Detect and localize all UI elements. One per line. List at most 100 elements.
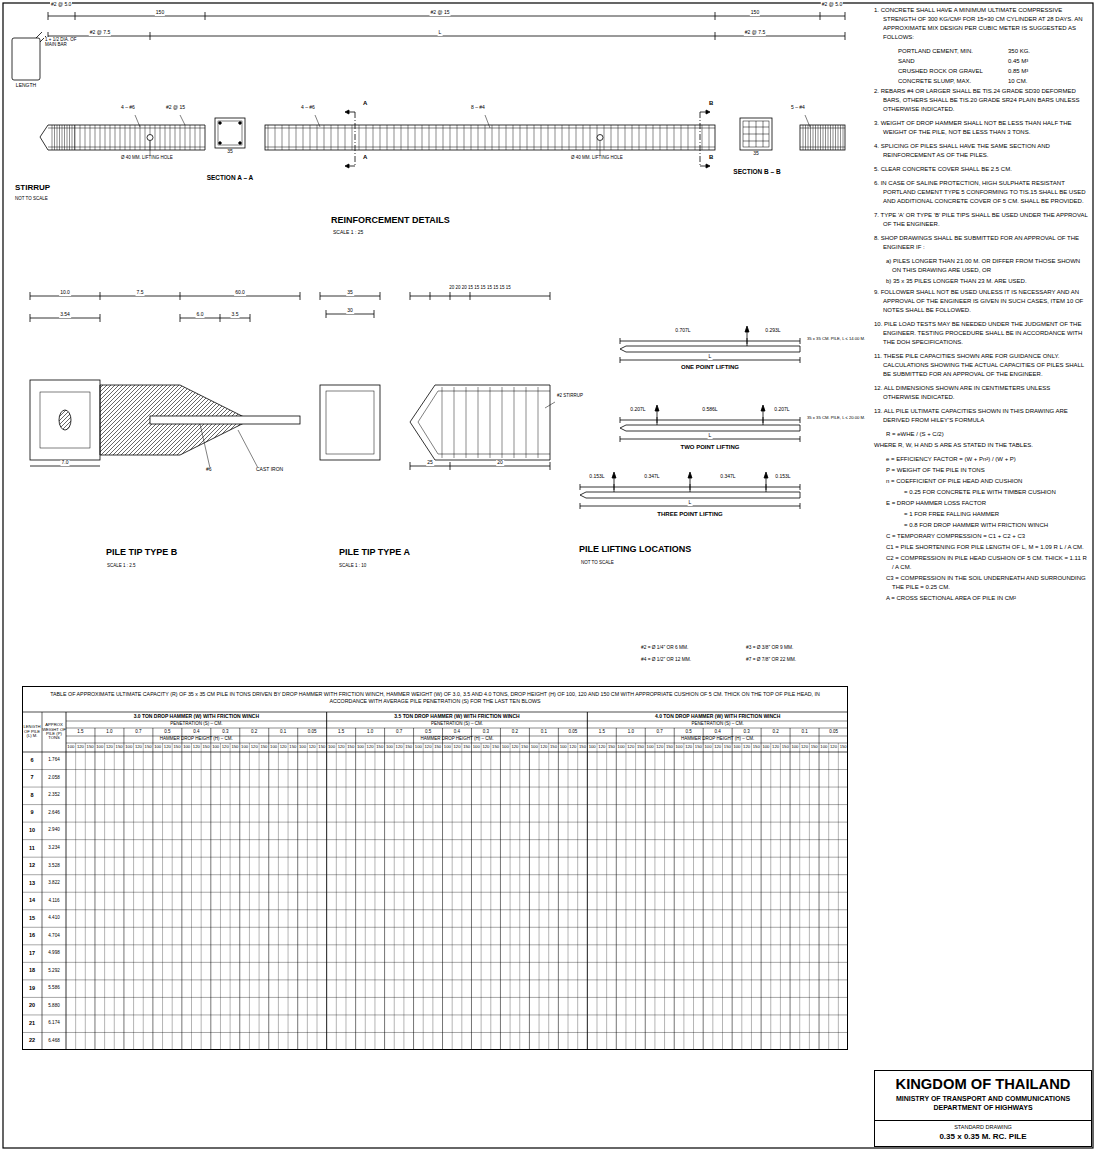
table-header: 120 <box>626 743 636 752</box>
mix-row: CONCRETE SLUMP, MAX.10 CM. <box>898 77 1088 86</box>
view-title: PILE LIFTING LOCATIONS <box>578 544 692 554</box>
table-header: PENETRATION (S) – CM. <box>327 721 588 728</box>
rebar-label: #2 STIRRUP <box>556 393 584 398</box>
note-formula: C3 = COMPRESSION IN THE SOIL UNDERNEATH … <box>874 574 1088 592</box>
table-header: 120 <box>655 743 665 752</box>
table-header: 100 <box>529 743 539 752</box>
table-header: 120 <box>713 743 723 752</box>
table-header: 150 <box>172 743 182 752</box>
table-header: 0.5 <box>153 728 182 736</box>
table-header: 0.7 <box>124 728 153 736</box>
sub-title: ONE POINT LIFTING <box>680 364 740 371</box>
table-header: 150 <box>751 743 761 752</box>
section-title: SECTION B – B <box>732 168 781 175</box>
table-cell: 13 <box>22 875 42 893</box>
note-formula: = 0.25 FOR CONCRETE PILE WITH TIMBER CUS… <box>874 488 1088 497</box>
note-formula: E = DROP HAMMER LOSS FACTOR <box>874 499 1088 508</box>
dimension-label: L <box>438 30 443 36</box>
note-text: PORTLAND CEMENT, MIN. <box>898 47 1008 56</box>
table-header: 120 <box>134 743 144 752</box>
note-text: 7. TYPE 'A' OR TYPE 'B' PILE TIPS SHALL … <box>874 211 1088 229</box>
table-cell: 9 <box>22 805 42 823</box>
table-cell: 15 <box>22 910 42 928</box>
table-header: 0.3 <box>211 728 240 736</box>
table-header: 150 <box>375 743 385 752</box>
table-cell: 11 <box>22 840 42 858</box>
table-header: 150 <box>722 743 732 752</box>
section-mark: B <box>708 154 714 161</box>
dimension-label: 0.347L <box>643 474 660 480</box>
note-formula: R = eWHE / (S + C/2) <box>874 430 1088 439</box>
note-text: CONCRETE SLUMP, MAX. <box>898 77 1008 86</box>
dimension-label: 0.153L <box>588 474 605 480</box>
mix-row: PORTLAND CEMENT, MIN.350 KG. <box>898 47 1088 56</box>
table-header: 120 <box>394 743 404 752</box>
table-header: 120 <box>220 743 230 752</box>
dimension-label: L <box>708 433 713 439</box>
table-cell: 6.174 <box>42 1015 66 1033</box>
table-header: 120 <box>684 743 694 752</box>
dimension-label: 60.0 <box>234 290 246 296</box>
title-text: DEPARTMENT OF HIGHWAYS <box>875 1103 1091 1112</box>
note-formula: = 0.8 FOR DROP HAMMER WITH FRICTION WINC… <box>874 521 1088 530</box>
scale-note: SCALE 1 : 2.5 <box>106 563 137 568</box>
note-formula: C2 = COMPRESSION IN PILE HEAD CUSHION OF… <box>874 554 1088 572</box>
bar-size-note: #2 = Ø 1/4" OR 6 MM. <box>640 645 689 651</box>
dimension-label: 0.586L <box>701 407 718 413</box>
table-cell: 5.880 <box>42 997 66 1015</box>
table-header: 150 <box>114 743 124 752</box>
table-title: TABLE OF APPROXIMATE ULTIMATE CAPACITY (… <box>37 691 833 705</box>
table-header: 120 <box>597 743 607 752</box>
section-title: SECTION A – A <box>206 174 255 181</box>
dimension-label: 30 <box>346 308 354 314</box>
table-header: 0.7 <box>645 728 674 736</box>
table-header: 100 <box>211 743 221 752</box>
note-formula: n = COEFFICIENT OF PILE HEAD AND CUSHION <box>874 477 1088 486</box>
section-mark: B <box>708 100 714 107</box>
dimension-label: 7.5 <box>136 290 145 296</box>
dimension-label: 20 <box>496 460 504 466</box>
note-formula: b) 35 x 35 PILES LONGER THAN 23 M. ARE U… <box>874 277 1088 286</box>
table-header: 100 <box>790 743 800 752</box>
table-cell: 8 <box>22 787 42 805</box>
table-header: 150 <box>288 743 298 752</box>
table-header: 100 <box>385 743 395 752</box>
scale-note: NOT TO SCALE <box>14 196 49 201</box>
table-header: 150 <box>838 743 848 752</box>
table-cell: 2.352 <box>42 787 66 805</box>
dimension-label: #2 @ 7.5 <box>744 30 766 36</box>
table-header: 100 <box>95 743 105 752</box>
table-header: 150 <box>578 743 588 752</box>
table-header: 120 <box>568 743 578 752</box>
table-header: 0.05 <box>819 728 848 736</box>
table-header: 100 <box>240 743 250 752</box>
table-header: PENETRATION (S) – CM. <box>66 721 327 728</box>
table-header: 100 <box>616 743 626 752</box>
table-header: 120 <box>742 743 752 752</box>
note-text: SAND <box>898 57 1008 66</box>
note-formula: = 1 FOR FREE FALLING HAMMER <box>874 510 1088 519</box>
dimension-label: LENGTH <box>15 83 37 89</box>
table-header: 120 <box>76 743 86 752</box>
table-header: 120 <box>800 743 810 752</box>
table-header: 1.0 <box>616 728 645 736</box>
table-header: 0.1 <box>790 728 819 736</box>
table-cell: 6 <box>22 752 42 770</box>
table-cell: 2.058 <box>42 770 66 788</box>
dimension-label: 7.0 <box>61 460 70 466</box>
table-header: 0.05 <box>298 728 327 736</box>
section-mark: A <box>362 154 368 161</box>
note-formula: P = WEIGHT OF THE PILE IN TONS <box>874 466 1088 475</box>
note-text: 11. THESE PILE CAPACITIES SHOWN ARE FOR … <box>874 352 1088 379</box>
note-text: 9. FOLLOWER SHALL NOT BE USED UNLESS IT … <box>874 288 1088 315</box>
table-cell: 4.410 <box>42 910 66 928</box>
general-notes: 1. CONCRETE SHALL HAVE A MINIMUM ULTIMAT… <box>874 6 1088 605</box>
table-header: 1.5 <box>327 728 356 736</box>
table-header: 0.2 <box>500 728 529 736</box>
dimension-label: 3.54 <box>59 312 71 318</box>
view-title: STIRRUP <box>14 183 51 192</box>
dimension-label: #2 @ 5.0 <box>821 2 843 8</box>
rebar-label: #2 @ 15 <box>165 105 186 111</box>
table-cell: 18 <box>22 962 42 980</box>
table-header: LENGTH OF PILE (L) M. <box>22 712 42 752</box>
